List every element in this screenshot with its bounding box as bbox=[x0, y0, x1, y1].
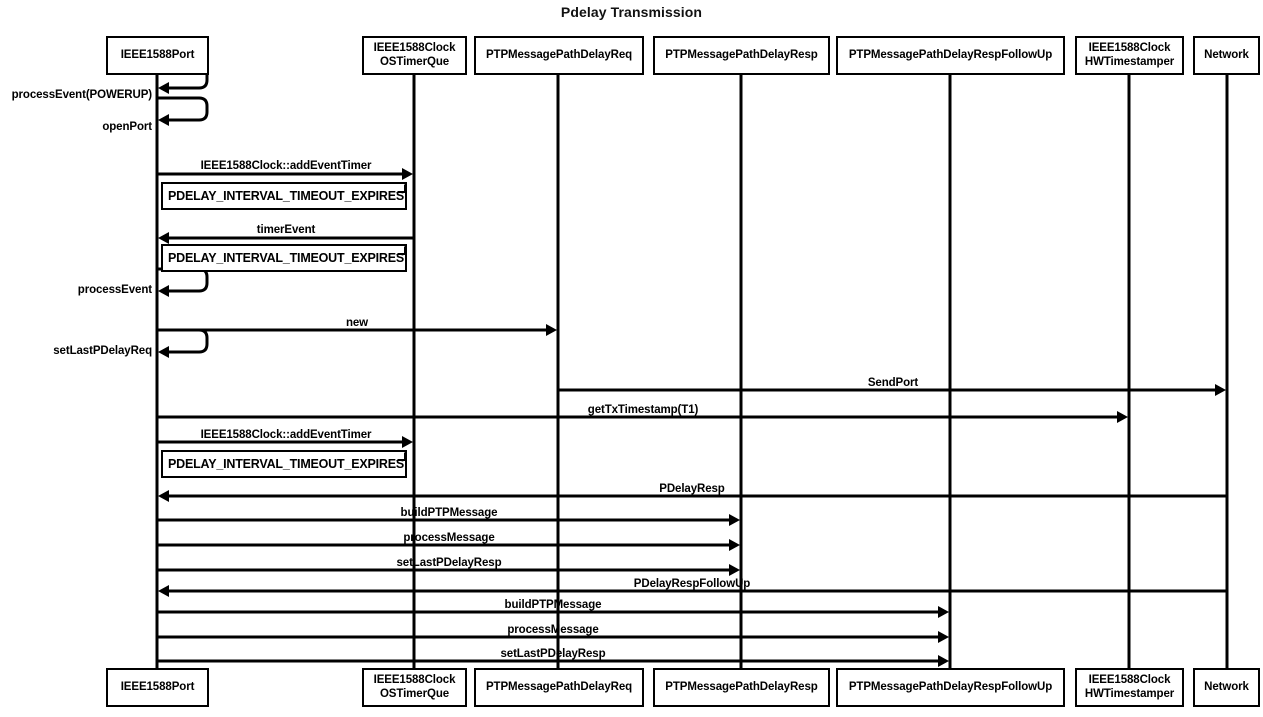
note-box: PDELAY_INTERVAL_TIMEOUT_EXPIRES bbox=[161, 450, 407, 478]
message-m7[interactable] bbox=[157, 328, 209, 358]
arrow-head bbox=[729, 539, 740, 551]
lifeline-footer-network[interactable]: Network bbox=[1193, 668, 1260, 707]
arrow-head bbox=[938, 655, 949, 667]
note-text: PDELAY_INTERVAL_TIMEOUT_EXPIRES bbox=[168, 189, 404, 203]
lifeline-header-pdrespfu[interactable]: PTPMessagePathDelayRespFollowUp bbox=[836, 36, 1065, 75]
note-box: PDELAY_INTERVAL_TIMEOUT_EXPIRES bbox=[161, 244, 407, 272]
message-m18[interactable] bbox=[157, 655, 949, 667]
lifeline-label: IEEE1588Clock OSTimerQue bbox=[373, 41, 456, 68]
page-title: Pdelay Transmission bbox=[560, 4, 703, 20]
message-m17[interactable] bbox=[157, 631, 949, 643]
lifeline-footer-pdrespfu[interactable]: PTPMessagePathDelayRespFollowUp bbox=[836, 668, 1065, 707]
note-fold-inner-icon bbox=[397, 246, 404, 253]
message-label-m11: PDelayResp bbox=[659, 483, 725, 495]
lifeline-label: IEEE1588Port bbox=[120, 48, 195, 61]
message-label-m14: setLastPDelayResp bbox=[396, 557, 502, 569]
message-m8[interactable] bbox=[558, 384, 1226, 396]
note-text: PDELAY_INTERVAL_TIMEOUT_EXPIRES bbox=[168, 457, 404, 471]
lifeline-label: IEEE1588Clock HWTimestamper bbox=[1084, 673, 1175, 700]
lifeline-label: IEEE1588Port bbox=[120, 680, 195, 693]
message-m12[interactable] bbox=[157, 514, 740, 526]
message-label-m9: getTxTimestamp(T1) bbox=[587, 404, 699, 416]
message-label-m2: openPort bbox=[102, 121, 152, 133]
note-text: PDELAY_INTERVAL_TIMEOUT_EXPIRES bbox=[168, 251, 404, 265]
lifeline-header-pdresp[interactable]: PTPMessagePathDelayResp bbox=[653, 36, 830, 75]
self-call-loop bbox=[157, 96, 209, 122]
arrow-head bbox=[158, 114, 169, 126]
lifeline-label: Network bbox=[1204, 680, 1249, 693]
message-label-m6: new bbox=[345, 317, 369, 329]
message-label-m1: processEvent(POWERUP) bbox=[11, 89, 153, 101]
message-m14[interactable] bbox=[157, 564, 740, 576]
message-label-m18: setLastPDelayResp bbox=[500, 648, 606, 660]
arrow-head bbox=[402, 436, 413, 448]
note-fold-inner-icon bbox=[397, 184, 404, 191]
message-label-m17: processMessage bbox=[507, 624, 599, 636]
lifeline-footer-port[interactable]: IEEE1588Port bbox=[106, 668, 209, 707]
message-label-m13: processMessage bbox=[403, 532, 495, 544]
lifeline-label: Network bbox=[1204, 48, 1249, 61]
message-label-m3: IEEE1588Clock::addEventTimer bbox=[200, 160, 372, 172]
note-box: PDELAY_INTERVAL_TIMEOUT_EXPIRES bbox=[161, 182, 407, 210]
lifeline-label: PTPMessagePathDelayResp bbox=[665, 680, 818, 693]
lifeline-label: PTPMessagePathDelayRespFollowUp bbox=[848, 680, 1053, 693]
lifeline-label: IEEE1588Clock OSTimerQue bbox=[373, 673, 456, 700]
lifeline-label: PTPMessagePathDelayReq bbox=[485, 680, 633, 693]
lifeline-label: PTPMessagePathDelayReq bbox=[485, 48, 633, 61]
arrow-head bbox=[1117, 411, 1128, 423]
message-label-m8: SendPort bbox=[867, 377, 919, 389]
message-label-m12: buildPTPMessage bbox=[400, 507, 498, 519]
arrow-head bbox=[158, 285, 169, 297]
message-label-m5: processEvent bbox=[77, 284, 152, 296]
message-m4[interactable] bbox=[158, 232, 414, 244]
lifeline-header-pdreq[interactable]: PTPMessagePathDelayReq bbox=[474, 36, 644, 75]
arrow-head bbox=[729, 564, 740, 576]
message-label-m16: buildPTPMessage bbox=[504, 599, 602, 611]
message-m16[interactable] bbox=[157, 606, 949, 618]
lifeline-label: IEEE1588Clock HWTimestamper bbox=[1084, 41, 1175, 68]
message-m11[interactable] bbox=[158, 490, 1227, 502]
arrow-head bbox=[158, 585, 169, 597]
lifeline-footer-hwts[interactable]: IEEE1588Clock HWTimestamper bbox=[1075, 668, 1184, 707]
arrow-head bbox=[402, 168, 413, 180]
message-m13[interactable] bbox=[157, 539, 740, 551]
self-call-loop bbox=[157, 328, 209, 354]
arrow-head bbox=[938, 606, 949, 618]
lifeline-footer-ostimer[interactable]: IEEE1588Clock OSTimerQue bbox=[362, 668, 467, 707]
lifeline-label: PTPMessagePathDelayResp bbox=[665, 48, 818, 61]
lifeline-footer-pdreq[interactable]: PTPMessagePathDelayReq bbox=[474, 668, 644, 707]
arrow-head bbox=[729, 514, 740, 526]
message-m10[interactable] bbox=[157, 436, 413, 448]
lifeline-header-ostimer[interactable]: IEEE1588Clock OSTimerQue bbox=[362, 36, 467, 75]
arrow-head bbox=[546, 324, 557, 336]
message-m6[interactable] bbox=[157, 324, 557, 336]
message-m2[interactable] bbox=[157, 96, 209, 126]
arrow-head bbox=[158, 82, 169, 94]
lifeline-label: PTPMessagePathDelayRespFollowUp bbox=[848, 48, 1053, 61]
message-label-m10: IEEE1588Clock::addEventTimer bbox=[200, 429, 372, 441]
arrow-head bbox=[1215, 384, 1226, 396]
note-fold-inner-icon bbox=[397, 452, 404, 459]
arrow-head bbox=[158, 490, 169, 502]
lifeline-footer-pdresp[interactable]: PTPMessagePathDelayResp bbox=[653, 668, 830, 707]
message-m15[interactable] bbox=[158, 585, 1227, 597]
message-label-m4: timerEvent bbox=[256, 224, 316, 236]
message-m5[interactable] bbox=[157, 267, 209, 297]
arrow-head bbox=[158, 232, 169, 244]
message-m3[interactable] bbox=[157, 168, 413, 180]
arrow-head bbox=[158, 346, 169, 358]
arrow-head bbox=[938, 631, 949, 643]
lifeline-header-port[interactable]: IEEE1588Port bbox=[106, 36, 209, 75]
message-label-m7: setLastPDelayReq bbox=[53, 345, 152, 357]
message-label-m15: PDelayRespFollowUp bbox=[633, 578, 751, 590]
lifeline-header-hwts[interactable]: IEEE1588Clock HWTimestamper bbox=[1075, 36, 1184, 75]
lifeline-header-network[interactable]: Network bbox=[1193, 36, 1260, 75]
message-m9[interactable] bbox=[157, 411, 1128, 423]
